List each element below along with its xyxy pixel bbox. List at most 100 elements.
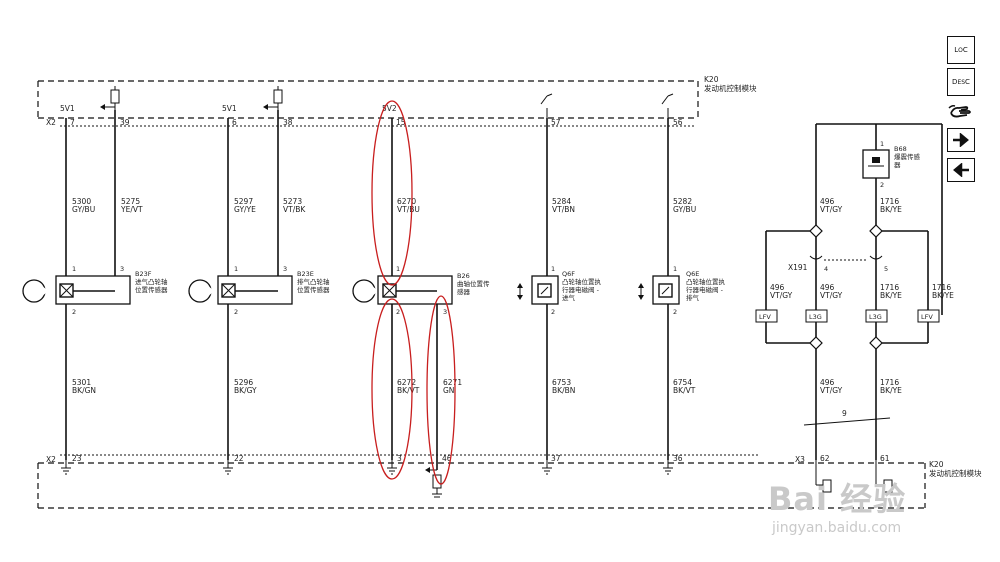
component-desc: 排气 [686, 293, 700, 302]
wire-color: VT/GY [820, 205, 843, 214]
circuit-number: 6270 [397, 197, 416, 206]
description-button[interactable]: DESC [947, 68, 975, 96]
pin-number: 1 [551, 265, 555, 273]
component-id: Q6E [686, 270, 699, 278]
pin-number: 3 [443, 308, 447, 316]
pin-number: 37 [551, 454, 561, 463]
pin-number: 2 [72, 308, 76, 316]
circuit-number: 1716 [880, 197, 899, 206]
circuit-number: 496 [770, 283, 785, 292]
bottom-module-box [37, 454, 926, 509]
component-desc: 进气凸轮轴 [135, 277, 168, 286]
top-connector-label: X2 [46, 118, 56, 127]
pin-number: 1 [396, 265, 400, 273]
arrow-right-icon [953, 133, 969, 147]
driver-switch [661, 93, 674, 118]
camshaft-solenoid-intake [517, 275, 559, 305]
bottom-module-desc: 发动机控制模块 [929, 468, 982, 478]
component-desc: 感器 [457, 287, 471, 296]
component-desc: 行器电磁阀 - [686, 285, 724, 294]
watermark-url: jingyan.baidu.com [772, 520, 902, 536]
option-label: L3G [809, 313, 822, 321]
pin-number: 61 [880, 454, 890, 463]
camshaft-solenoid-exhaust [638, 275, 680, 305]
ref-5v1-b: 5V1 [222, 104, 237, 113]
circuit-number: 5300 [72, 197, 91, 206]
component-id: B23F [135, 270, 152, 278]
wire-color: VT/BU [397, 205, 420, 214]
wire-color: BK/GY [234, 386, 257, 395]
pin-number: 46 [442, 454, 452, 463]
camshaft-sensor-intake [22, 275, 131, 305]
ground-icon [61, 460, 71, 475]
arrow-left-icon [953, 163, 969, 177]
previous-button[interactable] [947, 158, 975, 182]
wire-color: BK/YE [880, 205, 902, 214]
wire-color: VT/GY [820, 386, 843, 395]
wire-color: BK/VT [673, 386, 696, 395]
hand-icon [948, 105, 971, 118]
component-id: Q6F [562, 270, 575, 278]
circuit-number: 5273 [283, 197, 302, 206]
option-label: LFV [921, 313, 933, 321]
circuit-number: 6271 [443, 378, 462, 387]
pin-number: 57 [551, 118, 561, 127]
wire-color: BK/YE [932, 291, 954, 300]
pin-number: 36 [673, 454, 683, 463]
camshaft-sensor-exhaust [188, 275, 293, 305]
component-id: B68 [894, 145, 907, 153]
wire-color: GY/BU [673, 205, 696, 214]
ground-icon [663, 460, 673, 475]
wire-color: VT/BK [283, 205, 306, 214]
pin-number: 2 [396, 308, 400, 316]
circuit-number: 6754 [673, 378, 692, 387]
driver-switch [540, 93, 553, 118]
wire-color: BK/YE [880, 386, 902, 395]
ground-icon [223, 460, 233, 475]
component-desc: 凸轮轴位置执 [562, 277, 602, 286]
circuit-number: 1716 [880, 283, 899, 292]
wire-color: VT/BN [552, 205, 575, 214]
circuit-number: 5284 [552, 197, 571, 206]
location-button[interactable]: LOC [947, 36, 975, 64]
wire-color: VT/GY [820, 291, 843, 300]
pullup-symbol [100, 86, 120, 110]
pin-number: 22 [234, 454, 244, 463]
circuit-number: 5275 [121, 197, 140, 206]
pullup-symbol [263, 86, 283, 110]
pin-number: 2 [673, 308, 677, 316]
pin-number: 5 [884, 265, 888, 273]
component-desc: 进气 [562, 293, 576, 302]
description-icon: DESC [952, 77, 970, 86]
ground-icon [387, 460, 397, 475]
component-desc: 排气凸轮轴 [297, 277, 330, 286]
top-module-desc: 发动机控制模块 [704, 83, 757, 93]
wire-color: BK/YE [880, 291, 902, 300]
top-module-box [37, 80, 699, 127]
pin-number: 1 [673, 265, 677, 273]
hand-button[interactable] [947, 98, 975, 124]
watermark-logo: Bai 经验 [768, 480, 907, 518]
knock-sensor-circuit [755, 123, 943, 460]
pin-number: 7 [70, 118, 75, 127]
pin-number: 15 [396, 118, 406, 127]
circuit-number: 5297 [234, 197, 253, 206]
wire-color: GN [443, 386, 454, 395]
component-desc: 器 [894, 161, 901, 169]
bottom-connector-label: X2 [46, 455, 56, 464]
ref-5v2: 5V2 [382, 104, 397, 113]
twisted-pair-label: 9 [842, 409, 847, 418]
pin-number: 38 [283, 118, 293, 127]
pin-number: 1 [72, 265, 76, 273]
circuit-number: 5282 [673, 197, 692, 206]
component-id: B23E [297, 270, 314, 278]
component-id: B26 [457, 272, 470, 280]
ref-5v1-a: 5V1 [60, 104, 75, 113]
component-desc: 行器电磁阀 - [562, 285, 600, 294]
pin-number: 6 [232, 118, 237, 127]
ground-icon [542, 460, 552, 475]
next-button[interactable] [947, 128, 975, 152]
highlight-annotation [371, 100, 456, 485]
pin-number: 56 [673, 118, 683, 127]
pin-number: 1 [234, 265, 238, 273]
